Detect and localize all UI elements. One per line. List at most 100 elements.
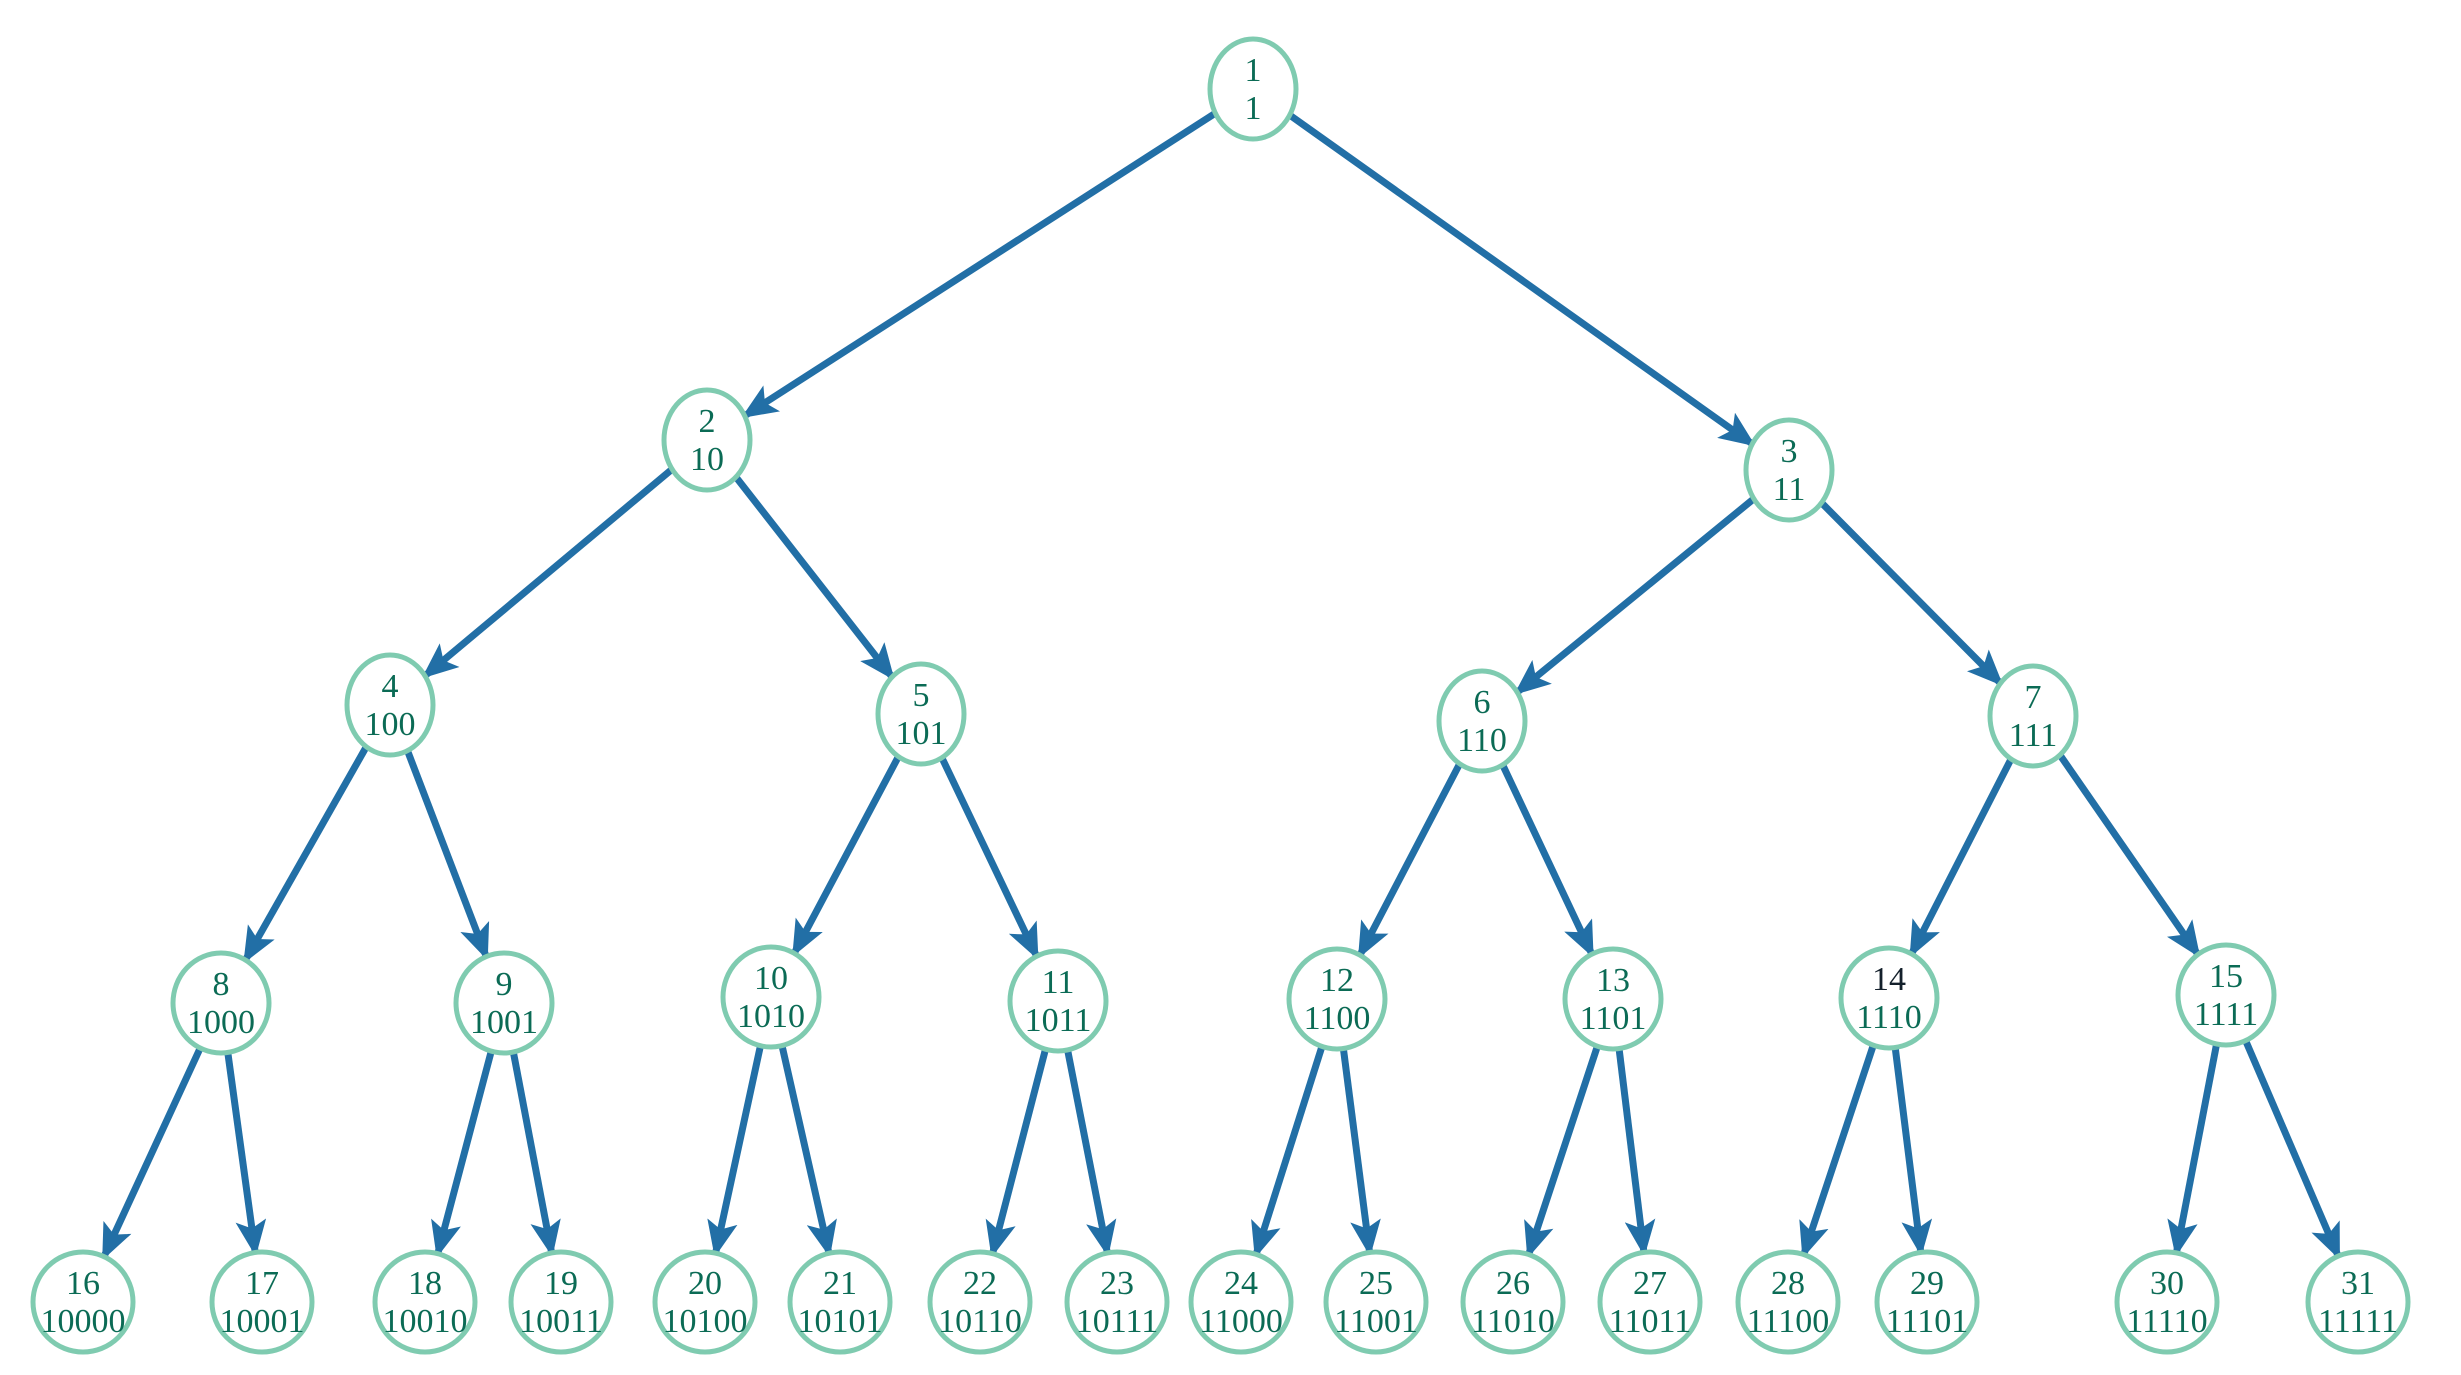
tree-edge [1251, 1045, 1326, 1259]
node-circle[interactable] [30, 1249, 136, 1355]
node-circle[interactable] [1460, 1249, 1566, 1355]
node-circle[interactable] [508, 1249, 614, 1355]
node-circle[interactable] [1735, 1249, 1841, 1355]
node-circle[interactable] [720, 944, 822, 1050]
tree-node[interactable]: 210 [661, 387, 753, 493]
tree-edge [938, 756, 1040, 961]
node-circle[interactable] [661, 387, 753, 493]
tree-node[interactable]: 11 [1207, 36, 1299, 142]
node-circle[interactable] [170, 950, 272, 1056]
node-index-label: 11 [1042, 964, 1075, 1001]
tree-edge [431, 1050, 495, 1258]
node-circle[interactable] [1838, 945, 1940, 1051]
node-index-label: 7 [2025, 679, 2042, 716]
node-circle[interactable] [209, 1249, 315, 1355]
tree-edge [778, 1044, 837, 1258]
node-circle[interactable] [1436, 668, 1528, 774]
node-index-label: 28 [1771, 1265, 1805, 1302]
tree-edge [1339, 1048, 1381, 1257]
node-binary-label: 110 [1457, 722, 1507, 759]
node-circle[interactable] [344, 652, 436, 758]
node-index-label: 17 [245, 1265, 279, 1302]
node-index-label: 2 [699, 403, 716, 440]
tree-edge [242, 745, 370, 964]
tree-edge [509, 1051, 561, 1258]
tree-edge [1513, 496, 1757, 695]
node-circle[interactable] [1323, 1249, 1429, 1355]
node-circle[interactable] [2114, 1249, 2220, 1355]
tree-edge [1819, 500, 2004, 687]
node-circle[interactable] [1987, 663, 2079, 769]
node-circle[interactable] [372, 1249, 478, 1355]
node-circle[interactable] [2175, 942, 2277, 1048]
node-index-label: 27 [1633, 1265, 1667, 1302]
node-index-label: 15 [2209, 958, 2243, 995]
node-circle[interactable] [1007, 948, 1109, 1054]
node-circle[interactable] [1874, 1249, 1980, 1355]
node-index-label: 23 [1100, 1265, 1134, 1302]
node-circle[interactable] [652, 1249, 758, 1355]
node-circle[interactable] [927, 1249, 1033, 1355]
node-binary-label: 1010 [737, 998, 805, 1035]
node-binary-label: 10011 [519, 1303, 603, 1340]
node-circle[interactable] [453, 950, 555, 1056]
node-circle[interactable] [1064, 1249, 1170, 1355]
tree-edge [1064, 1049, 1117, 1258]
node-circle[interactable] [2305, 1249, 2411, 1355]
node-index-label: 18 [408, 1265, 442, 1302]
tree-edge [2242, 1039, 2342, 1260]
node-index-label: 24 [1224, 1265, 1258, 1302]
node-binary-label: 10111 [1076, 1303, 1158, 1340]
node-circle[interactable] [875, 661, 967, 767]
node-index-label: 25 [1359, 1265, 1393, 1302]
node-binary-label: 1110 [1856, 999, 1921, 1036]
node-circle[interactable] [1207, 36, 1299, 142]
node-index-label: 30 [2150, 1265, 2184, 1302]
node-circle[interactable] [1743, 417, 1835, 523]
tree-node[interactable]: 311 [1743, 417, 1835, 523]
node-binary-label: 11110 [2126, 1303, 2207, 1340]
node-circle[interactable] [1597, 1249, 1703, 1355]
node-binary-label: 10000 [41, 1303, 126, 1340]
tree-edge [224, 1052, 267, 1257]
node-circle[interactable] [1188, 1249, 1294, 1355]
node-binary-label: 10 [690, 441, 724, 478]
node-circle[interactable] [1562, 946, 1664, 1052]
node-circle[interactable] [1286, 946, 1388, 1052]
node-circle[interactable] [787, 1249, 893, 1355]
node-binary-label: 10101 [798, 1303, 883, 1340]
node-binary-label: 10110 [938, 1303, 1022, 1340]
tree-edge [1499, 763, 1596, 958]
node-index-label: 16 [66, 1265, 100, 1302]
node-binary-label: 1001 [470, 1004, 538, 1041]
